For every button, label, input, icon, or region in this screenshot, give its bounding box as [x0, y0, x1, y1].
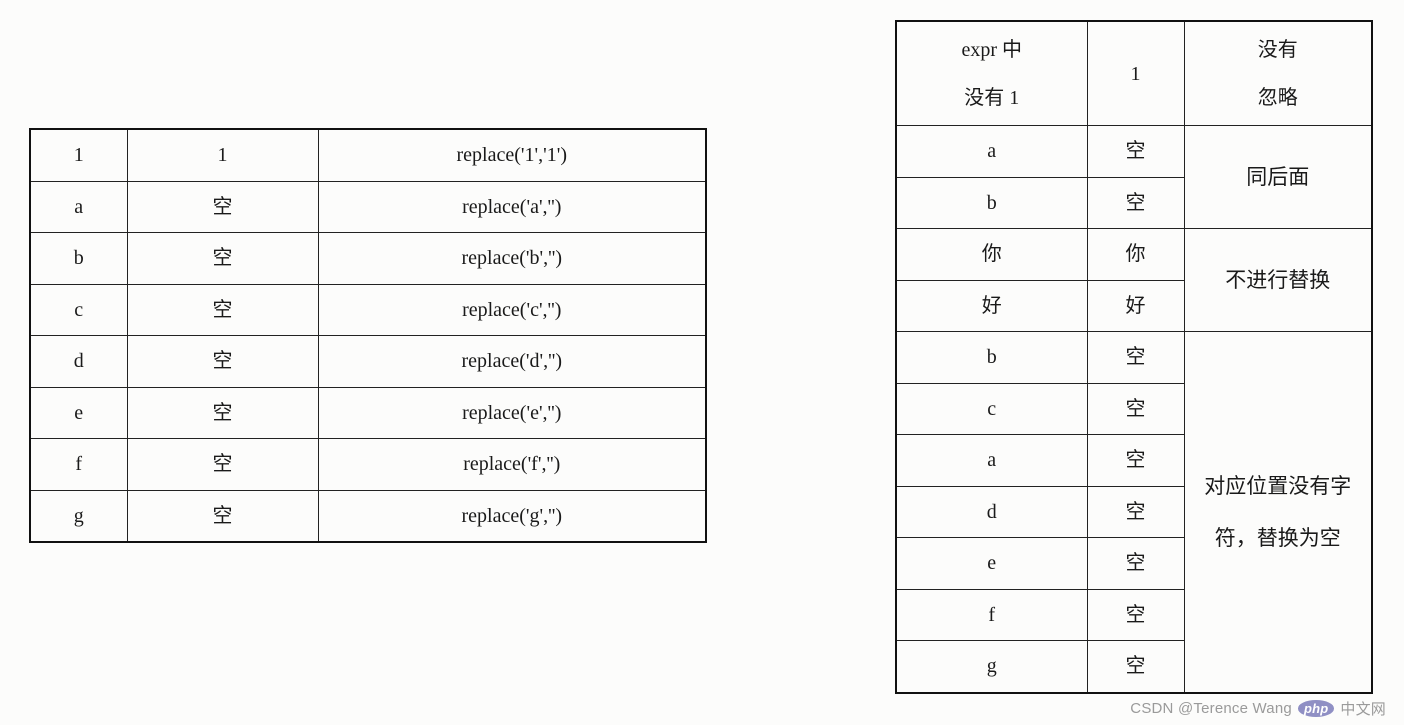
- table-row: g 空 replace('g',''): [29, 489, 707, 543]
- right-mapping-table: expr 中 没有 1 1 没有 忽略 a 空 同后面 b 空 你 你 不进行替…: [895, 20, 1373, 694]
- result-cell: 空: [126, 438, 319, 491]
- result-cell: 空: [126, 386, 319, 439]
- result-cell: 空: [126, 283, 319, 336]
- result-cell: 空: [1086, 588, 1185, 641]
- char-cell: a: [895, 434, 1088, 487]
- table-row: d 空 replace('d',''): [29, 335, 707, 388]
- watermark-credit: CSDN @Terence Wang: [1130, 700, 1292, 717]
- replace-expr-cell: replace('f',''): [317, 438, 707, 491]
- char-cell: c: [29, 283, 128, 336]
- table-row: g 空: [895, 640, 1372, 693]
- table-row: 好 好: [895, 279, 1372, 332]
- table-row: b 空 对应位置没有字 符，替换为空: [895, 331, 1373, 693]
- result-cell: 空: [1086, 382, 1185, 435]
- note-same-as-below: 同后面: [1183, 125, 1373, 229]
- result-cell: 好: [1086, 279, 1185, 332]
- replace-expr-cell: replace('d',''): [317, 335, 707, 388]
- char-cell: d: [29, 335, 128, 388]
- result-cell: 空: [1086, 434, 1185, 487]
- result-cell: 空: [126, 180, 319, 233]
- header-ignore-line1: 没有: [1257, 38, 1298, 61]
- table-row: b 空: [895, 176, 1372, 229]
- watermark-site: 中文网: [1340, 701, 1386, 718]
- char-cell: b: [895, 176, 1088, 229]
- result-cell: 空: [1086, 485, 1185, 538]
- note-no-replace: 不进行替换: [1183, 228, 1373, 332]
- note-line2: 符，替换为空: [1214, 525, 1341, 550]
- table-row: e 空 replace('e',''): [29, 386, 707, 439]
- result-cell: 空: [1086, 640, 1185, 693]
- replace-expr-cell: replace('e',''): [317, 386, 707, 439]
- result-cell: 空: [126, 232, 319, 285]
- header-one-cell: 1: [1086, 20, 1185, 126]
- char-cell: a: [29, 180, 128, 233]
- php-logo-icon: php: [1297, 700, 1335, 717]
- table-row: c 空 replace('c',''): [29, 283, 707, 336]
- char-cell: 1: [29, 128, 128, 182]
- left-replace-table: 1 1 replace('1','1') a 空 replace('a','')…: [29, 128, 707, 543]
- char-cell: d: [895, 485, 1088, 538]
- replace-expr-cell: replace('c',''): [317, 283, 707, 336]
- header-ignore-line2: 忽略: [1257, 86, 1298, 109]
- header-row: expr 中 没有 1 1 没有 忽略: [895, 20, 1373, 126]
- header-ignore-cell: 没有 忽略: [1183, 20, 1373, 126]
- char-cell: e: [895, 537, 1088, 590]
- replace-expr-cell: replace('b',''): [317, 232, 707, 285]
- note-line1: 对应位置没有字: [1204, 473, 1352, 498]
- header-expr-line2: 没有 1: [964, 86, 1020, 109]
- result-cell: 你: [1086, 228, 1185, 281]
- replace-expr-cell: replace('a',''): [317, 180, 707, 233]
- char-cell: c: [895, 382, 1088, 435]
- header-expr-cell: expr 中 没有 1: [895, 20, 1088, 126]
- replace-expr-cell: replace('1','1'): [317, 128, 707, 182]
- result-cell: 空: [1086, 176, 1185, 229]
- table-row: a 空 同后面: [895, 125, 1373, 229]
- table-row: 1 1 replace('1','1'): [29, 128, 707, 182]
- header-expr-line1: expr 中: [961, 38, 1023, 61]
- char-cell: a: [895, 125, 1088, 178]
- table-row: c 空: [895, 382, 1372, 435]
- char-cell: g: [895, 640, 1088, 693]
- char-cell: 好: [895, 279, 1088, 332]
- replace-expr-cell: replace('g',''): [317, 489, 707, 543]
- note-no-char-replace-empty: 对应位置没有字 符，替换为空: [1183, 331, 1373, 693]
- result-cell: 空: [126, 335, 319, 388]
- char-cell: 你: [895, 228, 1088, 281]
- char-cell: g: [29, 489, 128, 543]
- table-row: d 空: [895, 485, 1372, 538]
- char-cell: b: [895, 331, 1088, 384]
- result-cell: 1: [126, 128, 319, 182]
- char-cell: f: [29, 438, 128, 491]
- table-row: e 空: [895, 537, 1372, 590]
- result-cell: 空: [1086, 125, 1185, 178]
- char-cell: e: [29, 386, 128, 439]
- result-cell: 空: [1086, 331, 1185, 384]
- table-row: 你 你 不进行替换: [895, 228, 1373, 332]
- table-row: f 空 replace('f',''): [29, 438, 707, 491]
- char-cell: f: [895, 588, 1088, 641]
- result-cell: 空: [126, 489, 319, 543]
- table-row: a 空 replace('a',''): [29, 180, 707, 233]
- table-row: f 空: [895, 588, 1372, 641]
- char-cell: b: [29, 232, 128, 285]
- table-row: b 空 replace('b',''): [29, 232, 707, 285]
- watermark: CSDN @Terence Wang php 中文网: [1130, 698, 1386, 719]
- result-cell: 空: [1086, 537, 1185, 590]
